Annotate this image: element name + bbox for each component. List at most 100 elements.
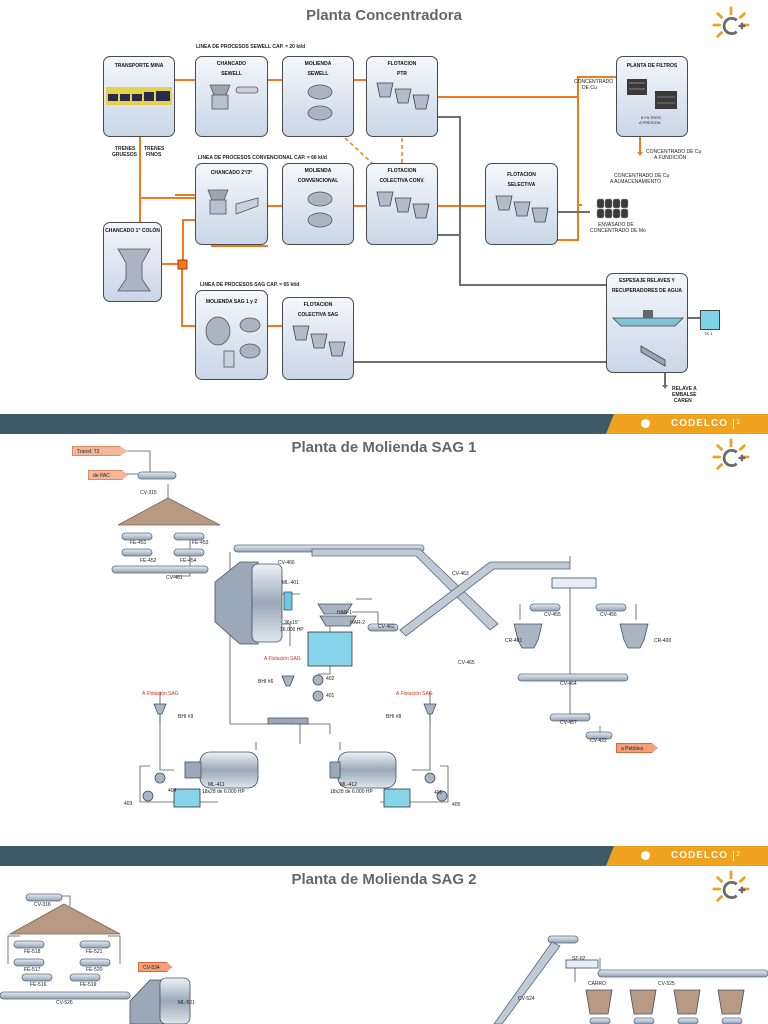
sag-mill-icon xyxy=(205,316,261,368)
line-sewell-label: LINEA DE PROCESOS SEWELL CAP. = 20 kt/d xyxy=(196,44,306,50)
p406-label: 406 xyxy=(434,790,443,796)
footer-bar-2: CODELCO 2 xyxy=(0,846,768,866)
relave-3: CAREN xyxy=(674,398,692,404)
slide-title: Planta Concentradora xyxy=(306,7,462,24)
slide-molienda-sag-2: Planta de Molienda SAG 2 xyxy=(0,866,768,1024)
box-molienda-sag[interactable]: MOLIENDA SAG 1 y 2 xyxy=(195,290,268,380)
relave-1: RELAVE A xyxy=(672,386,697,392)
box-planta-filtros[interactable]: PLANTA DE FILTROS 8 FILTROS A PRESION xyxy=(616,56,688,137)
mill-icon xyxy=(307,84,333,121)
cv316-label: CV-316 xyxy=(34,902,51,908)
flotation-cells-icon xyxy=(376,82,430,110)
flotation-sag-icon xyxy=(292,325,346,357)
st02-label: ST-02 xyxy=(572,956,586,962)
slide-planta-concentradora: Planta Concentradora xyxy=(0,0,768,412)
cv466-label: CV-466 xyxy=(278,560,295,566)
filtros-label-2: A PRESION xyxy=(639,120,661,125)
slide-molienda-sag-1: Planta de Molienda SAG 1 xyxy=(0,434,768,846)
aflot-center: A Flotación SAG xyxy=(264,656,301,662)
cv526-label: CV-526 xyxy=(56,1000,73,1006)
ml411-spec: 18x28 de 6.000 HP xyxy=(202,789,245,795)
cv524-label: CV-524 xyxy=(518,996,535,1002)
p404-label: 404 xyxy=(168,788,177,794)
box-flotacion-ptr[interactable]: FLOTACION PTR xyxy=(366,56,438,137)
box-molienda-conv[interactable]: MOLIENDA CONVENCIONAL xyxy=(282,163,354,245)
p402-label: 402 xyxy=(326,676,335,682)
cv456-label: CV-456 xyxy=(600,612,617,618)
train-icon xyxy=(106,87,172,105)
box-chancado-sewell[interactable]: CHANCADO SEWELL xyxy=(195,56,268,137)
ml412-label: ML-412 xyxy=(340,782,357,788)
cv534-tag: CV-534 xyxy=(138,962,172,972)
pac-tag: de PAC xyxy=(88,470,128,480)
box-flotacion-sag[interactable]: FLOTACION COLECTIVA SAG xyxy=(282,297,354,380)
codelco-logo-icon xyxy=(641,851,650,860)
box-transporte-mina[interactable]: TRANSPORTE MINA xyxy=(103,56,175,137)
c-plus-logo-icon xyxy=(712,438,750,470)
box-flotacion-conv[interactable]: FLOTACION COLECTIVA CONV. xyxy=(366,163,438,245)
box-flotacion-selectiva[interactable]: FLOTACION SELECTIVA xyxy=(485,163,558,245)
footer-brand: CODELCO xyxy=(671,850,728,861)
codelco-logo-icon xyxy=(641,419,650,428)
conc-fundicion-1: CONCENTRADO DE Cu xyxy=(646,149,702,155)
cv315-label: CV-315 xyxy=(140,490,157,496)
box-chancado-colon[interactable]: CHANCADO 1° COLÓN xyxy=(103,222,162,302)
cv525-label: CV-525 xyxy=(658,981,675,987)
footer-bar-1: CODELCO 1 xyxy=(0,414,768,434)
trenes-finos-1: TRENES xyxy=(144,146,165,152)
pebbles-tag: a Pebbles xyxy=(616,743,658,753)
envasado-1: ENVASADO DE xyxy=(598,222,634,228)
fe517-label: FE-517 xyxy=(24,967,41,973)
p403-label: 403 xyxy=(124,801,133,807)
stockpile-icon xyxy=(8,903,121,935)
ml501-label: ML-501 xyxy=(178,1000,195,1006)
line-sag-label: LINEA DE PROCESOS SAG CAP. = 65 kt/d xyxy=(200,282,300,288)
flotation-sel-icon xyxy=(495,195,549,223)
ml412-spec: 18x28 de 6.000 HP xyxy=(330,789,373,795)
fe521-label: FE-521 xyxy=(86,949,103,955)
carro-label: CARRO xyxy=(588,981,607,987)
fe454-label: FE-454 xyxy=(180,558,197,564)
p405-label: 405 xyxy=(452,802,461,808)
trenes-gruesos-2: GRUESOS xyxy=(112,152,138,158)
fe453-label: FE-453 xyxy=(192,540,209,546)
ml401-spec-1: 36x15" xyxy=(284,620,300,626)
mill-conv-icon xyxy=(307,191,333,228)
cr401-label: CR-401 xyxy=(505,638,523,644)
crusher-conv-icon xyxy=(207,189,259,215)
stockpile-icon xyxy=(117,497,221,526)
cv457-label: CV-457 xyxy=(560,720,577,726)
fe519-label: FE-519 xyxy=(80,982,97,988)
cr400-label: CR-400 xyxy=(654,638,672,644)
slide-title: Planta de Molienda SAG 2 xyxy=(291,871,477,888)
cv461-label: CV-461 xyxy=(166,575,183,581)
trenes-finos-2: FINOS xyxy=(146,152,162,158)
drums-icon xyxy=(596,198,629,219)
concentrado-cu-1: CONCENTRADO xyxy=(574,79,614,85)
har1-label: HAR-1 xyxy=(337,610,353,616)
fe451-label: FE-451 xyxy=(130,540,147,546)
cv422-label: CV-422 xyxy=(590,738,607,744)
footer-brand: CODELCO xyxy=(671,418,728,429)
thickener-icon xyxy=(612,310,684,367)
filter-press-icon xyxy=(627,79,677,109)
fe520-label: FE-520 xyxy=(86,967,103,973)
filtros-label-1: 8 FILTROS xyxy=(641,115,661,120)
crusher-icon xyxy=(209,84,259,110)
cv465-label: CV-465 xyxy=(458,660,475,666)
aflot-left: A Flotación SAG xyxy=(142,691,179,697)
flotation-conv-icon xyxy=(376,191,430,219)
ml411-label: ML-411 xyxy=(208,782,225,788)
tk-label: TK 1 xyxy=(704,331,713,336)
box-espesaje[interactable]: ESPESAJE RELAVES Y RECUPERADORES DE AGUA xyxy=(606,273,688,373)
ml401-spec-2: 16.000 HP xyxy=(280,627,304,633)
transf-tag: Transf. T2 xyxy=(72,446,128,456)
slide-title: Planta de Molienda SAG 1 xyxy=(291,439,477,456)
box-chancado-conv[interactable]: CHANCADO 2°/3° xyxy=(195,163,268,245)
ml401-label: ML-401 xyxy=(282,580,299,586)
line-conv-label: LINEA DE PROCESOS CONVENCIONAL CAP. = 66… xyxy=(198,155,327,161)
trenes-gruesos-1: TRENES xyxy=(115,146,136,152)
aflot-right: A Flotación SAG xyxy=(396,691,433,697)
box-molienda-sewell[interactable]: MOLIENDA SEWELL xyxy=(282,56,354,137)
bhi-left: BHI #9 xyxy=(178,714,194,720)
